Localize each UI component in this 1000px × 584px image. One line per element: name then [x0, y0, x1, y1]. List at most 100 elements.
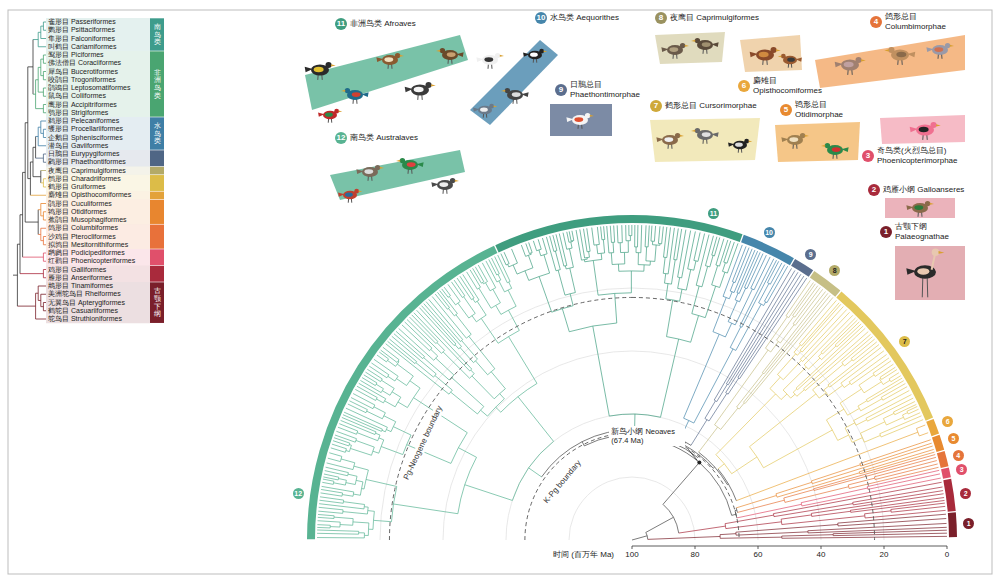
fan-branch: [712, 266, 718, 285]
fan-branch: [867, 398, 913, 421]
node-annotation: 新鸟小纲 Neoaves (67.4 Ma): [609, 426, 685, 446]
fan-branch: [317, 530, 359, 531]
bird-figure: [566, 113, 594, 129]
tree-branch: [36, 319, 46, 320]
fan-branch: [851, 500, 945, 512]
fan-branch: [334, 483, 346, 485]
fan-branch: [691, 316, 699, 343]
clade-name: 鸨形总目 Otidimorphae: [795, 100, 870, 119]
boundary-arc: [525, 433, 739, 540]
fan-branch: [891, 503, 945, 509]
tree-branch: [43, 237, 44, 245]
fan-branch: [462, 341, 478, 360]
tick-label: 100: [625, 550, 638, 560]
row-band: [46, 167, 150, 175]
row-band: [46, 200, 150, 225]
fan-branch: [437, 292, 449, 307]
order-label: 鸽形目 Columbiformes: [48, 224, 118, 232]
bird-figure: [338, 189, 362, 203]
fan-branch: [631, 271, 632, 293]
fan-branch: [342, 495, 353, 497]
fan-branch: [374, 520, 392, 521]
fan-branch: [814, 455, 936, 489]
order-label: 鹈形目 Pelecaniformes: [48, 117, 119, 125]
tree-branch: [20, 273, 43, 274]
fan-branch: [692, 286, 699, 314]
order-label: 鼠鸟目 Coliiformes: [48, 92, 106, 100]
fan-branch: [726, 274, 801, 392]
fan-branch: [667, 227, 671, 257]
fan-branch: [860, 422, 884, 433]
clade-name: 夜鹰目 Caprimulgiformes: [670, 13, 759, 23]
leader-line: [688, 449, 697, 460]
fan-branch: [346, 451, 350, 452]
fan-branch: [387, 360, 395, 366]
fan-branch: [824, 386, 829, 390]
clade-heading: 7鹤形总目 Cursorimorphae: [650, 100, 757, 112]
fan-branch: [723, 245, 742, 296]
fan-branch: [710, 256, 713, 267]
tree-branch: [38, 32, 39, 46]
tree-branch: [38, 92, 43, 93]
bird-figure: [691, 128, 719, 144]
fan-branch: [663, 257, 665, 273]
fan-branch: [607, 226, 609, 253]
fan-branch: [713, 298, 726, 332]
clade-number: 7: [650, 100, 662, 112]
fan-branch: [840, 389, 861, 403]
boundary-label: K-Pg boundary: [540, 456, 585, 506]
fan-branch: [671, 260, 675, 284]
fan-branch: [376, 384, 383, 388]
fan-branch: [736, 495, 776, 507]
fan-branch: [724, 241, 731, 262]
color-swatch: [740, 35, 802, 72]
rim-number: 6: [942, 416, 953, 427]
fan-branch: [597, 227, 599, 245]
fan-branch: [678, 277, 680, 288]
bird-figure: [356, 165, 384, 181]
bird-figure: [750, 47, 781, 65]
row-band: [46, 249, 150, 266]
bird-figure: [405, 82, 436, 100]
fan-branch: [593, 260, 598, 295]
tree-branch: [40, 121, 41, 133]
clade-number: 5: [780, 104, 792, 116]
tick-label: 40: [817, 550, 826, 560]
fan-branch: [396, 331, 425, 356]
clade-band: [150, 167, 164, 175]
fan-branch: [362, 378, 375, 386]
tree-branch: [43, 112, 46, 113]
fan-branch: [346, 483, 355, 485]
fan-branch: [360, 380, 381, 392]
fan-branch: [749, 394, 815, 447]
fan-branch: [691, 420, 707, 446]
fan-branch: [424, 358, 450, 380]
fan-branch: [449, 296, 455, 304]
clade-band: [150, 150, 164, 166]
fan-branch: [849, 467, 938, 488]
fan-branch: [585, 257, 590, 259]
tree-branch: [40, 171, 41, 183]
fan-branch: [343, 512, 368, 514]
tree-branch: [40, 59, 41, 76]
order-label: 咬鹃目 Trogoniformes: [48, 76, 116, 84]
axis-tick: [821, 546, 822, 549]
fan-branch: [319, 507, 343, 510]
bird-figure: [691, 38, 719, 54]
rim-number: 8: [829, 265, 840, 276]
fan-branch: [348, 474, 357, 476]
fan-branch: [379, 438, 384, 440]
fan-branch: [322, 486, 354, 492]
tree-branch: [40, 26, 41, 38]
fan-branch: [465, 485, 513, 501]
fan-branch: [529, 468, 542, 477]
fan-branch: [865, 511, 891, 514]
clade-heading: 6麝雉目 Opisthocomiformes: [738, 76, 848, 95]
fan-branch: [477, 301, 486, 315]
fan-branch: [472, 376, 494, 399]
rim-number: 12: [293, 488, 304, 499]
fan-branch: [813, 364, 844, 389]
fan-branch: [853, 342, 877, 361]
fan-branch: [852, 438, 862, 443]
fan-branch: [713, 467, 714, 468]
